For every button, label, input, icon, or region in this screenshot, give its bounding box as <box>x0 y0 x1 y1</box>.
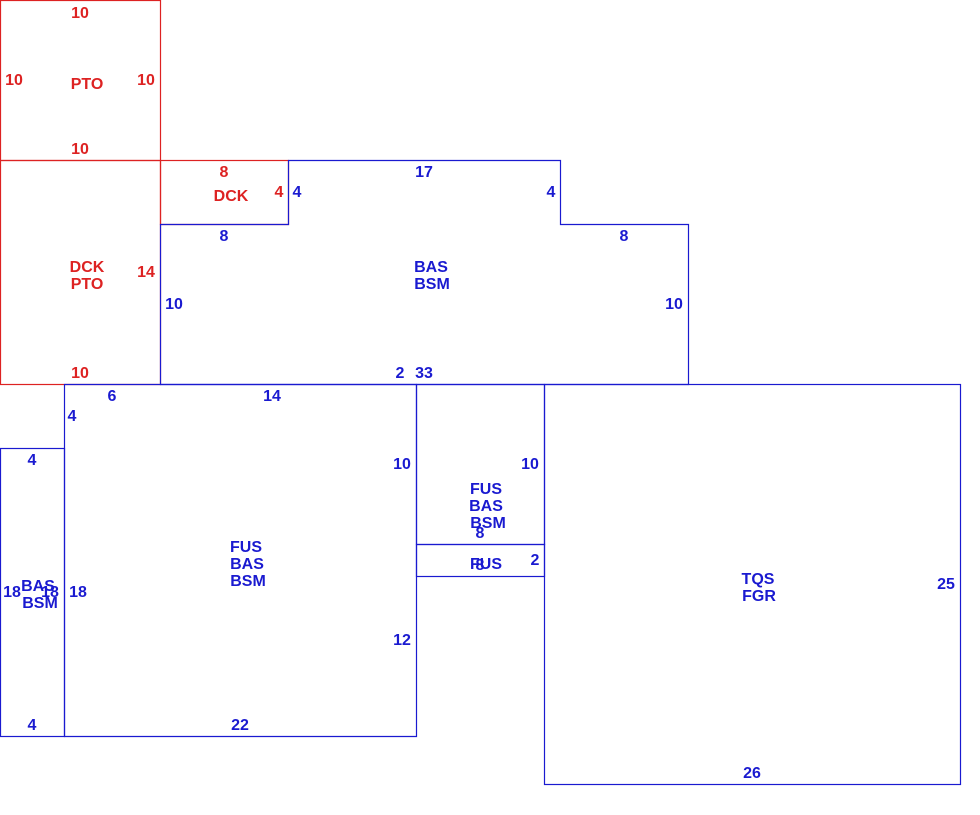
pto-top-dim-top: 10 <box>71 5 89 22</box>
fus-big-line1: FUS <box>230 539 262 556</box>
fus-big-dim-left: 4 <box>68 408 77 425</box>
fus-mid-line2: BAS <box>469 498 503 515</box>
fus-mid-dim-right: 10 <box>521 456 539 473</box>
pto-top-dim-left: 10 <box>5 72 23 89</box>
bas-bsm-main-line1: BAS <box>414 259 448 276</box>
fus-mid-line3: BSM <box>470 515 506 532</box>
tqs-fgr-line2: FGR <box>742 588 776 605</box>
bas-small-dim-bottom: 4 <box>28 717 37 734</box>
bas-bsm-main-line2: BSM <box>414 276 450 293</box>
dck-pto-dim-right: 14 <box>137 264 155 281</box>
dck-small-code: DCK <box>214 188 249 205</box>
bas-bsm-small-outline <box>0 447 66 738</box>
fus-big-dim-top-b: 14 <box>263 388 281 405</box>
bas-bsm-main-dim-right-top: 8 <box>620 228 629 245</box>
fus-strip-code: FUS <box>470 556 502 573</box>
fus-mid-dim-bottom: 8 <box>476 525 485 542</box>
tqs-fgr-dim-bottom: 26 <box>743 765 761 782</box>
bas-bsm-main-dim-top-left-step: 4 <box>293 184 302 201</box>
bas-bsm-main-dim-left: 10 <box>165 296 183 313</box>
fus-big-dim-left-lower: 18 <box>69 584 87 601</box>
tqs-fgr-dim-right: 25 <box>937 576 955 593</box>
fus-big-line3: BSM <box>230 573 266 590</box>
pto-top-dim-bottom: 10 <box>71 141 89 158</box>
dck-small-dim-top: 8 <box>220 164 229 181</box>
bas-bsm-main-dim-step-right: 4 <box>547 184 556 201</box>
bas-small-dim-left: 18 <box>3 584 21 601</box>
bas-small-line1: BAS <box>21 578 55 595</box>
bas-small-dim-right: 18 <box>41 584 59 601</box>
dck-pto-line1: DCK <box>70 259 105 276</box>
fus-big-dim-right-bottom: 12 <box>393 632 411 649</box>
bas-bsm-main-dim-right: 10 <box>665 296 683 313</box>
bas-bsm-main-dim-top: 17 <box>415 164 433 181</box>
bas-bsm-main-dim-bottom-left: 8 <box>220 228 229 245</box>
fus-strip-dim-bottom: 8 <box>476 557 485 574</box>
tqs-fgr-outline <box>543 383 962 786</box>
fus-strip-dim-right: 2 <box>531 552 540 569</box>
dck-small-dim-right: 4 <box>275 184 284 201</box>
fus-big-dim-right-top: 10 <box>393 456 411 473</box>
fus-mid-line1: FUS <box>470 481 502 498</box>
bas-small-dim-top: 4 <box>28 452 37 469</box>
bas-bsm-main-dim-bottom-a: 2 <box>396 365 405 382</box>
pto-top-dim-right: 10 <box>137 72 155 89</box>
fus-big-line2: BAS <box>230 556 264 573</box>
fus-big-dim-bottom: 22 <box>231 717 249 734</box>
bas-bsm-main-dim-bottom-b: 33 <box>415 365 433 382</box>
dck-pto-line2: PTO <box>71 276 104 293</box>
tqs-fgr-line1: TQS <box>742 571 775 588</box>
bas-small-line2: BSM <box>22 595 58 612</box>
fus-big-dim-top-a: 6 <box>108 388 117 405</box>
pto-top-code: PTO <box>71 76 104 93</box>
dck-pto-dim-bottom: 10 <box>71 365 89 382</box>
